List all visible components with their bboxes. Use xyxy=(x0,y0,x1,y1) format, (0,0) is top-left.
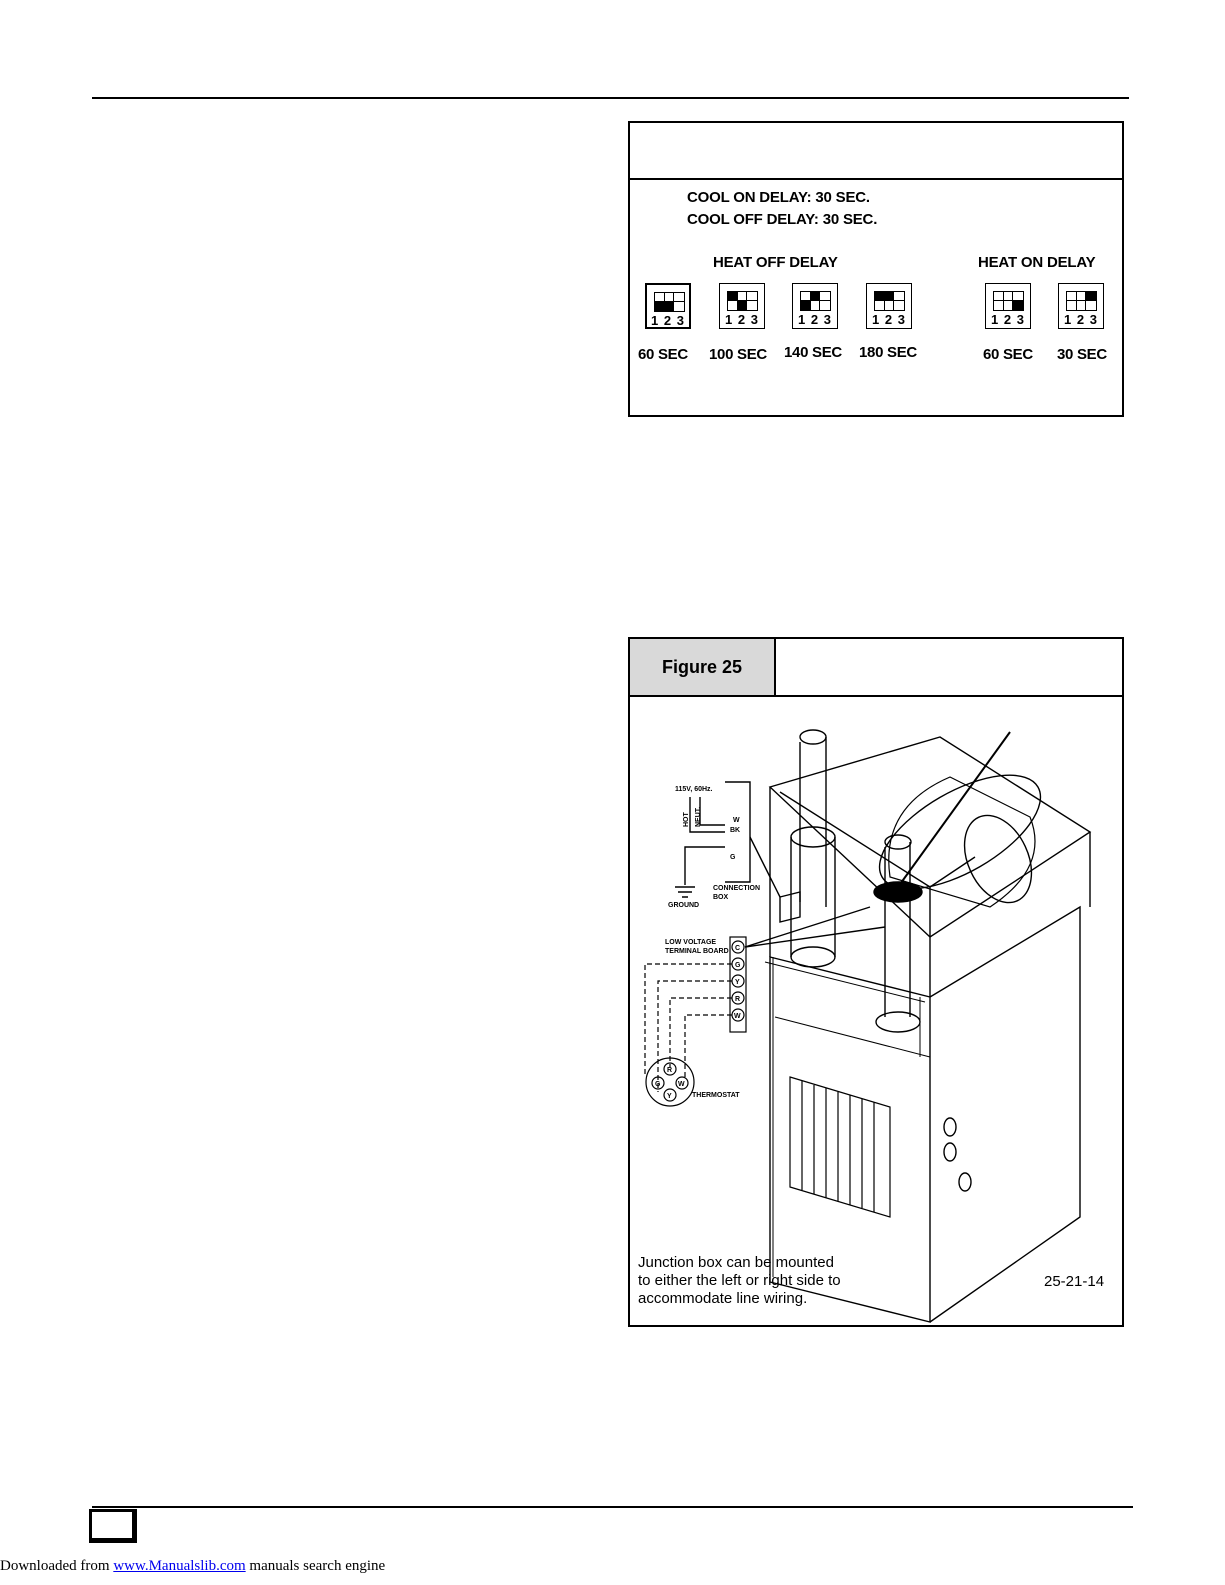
neut-label: NEUT. xyxy=(695,807,702,827)
figure-header-rule xyxy=(776,695,1122,697)
bk-wire-label: BK xyxy=(730,827,740,834)
dip-switch-grid xyxy=(654,292,685,312)
power-label: 115V, 60Hz. xyxy=(675,786,713,793)
dip-switch-label: 60 SEC xyxy=(983,346,1033,363)
dip-switch-label: 180 SEC xyxy=(859,344,917,361)
g-wire-label: G xyxy=(730,854,736,861)
dip-switch-grid xyxy=(1066,291,1097,311)
caption-line-3: accommodate line wiring. xyxy=(638,1290,808,1307)
page-number-box xyxy=(89,1509,137,1543)
dip-switch-grid xyxy=(874,291,905,311)
dip-switch-numbers: 1 2 3 xyxy=(1064,312,1098,327)
caption-line-1: Junction box can be mounted xyxy=(638,1254,834,1271)
caption-line-2: to either the left or right side to xyxy=(638,1272,841,1289)
terminal-w: W xyxy=(734,1013,741,1020)
terminal-g: G xyxy=(735,962,741,969)
dip-switch-grid xyxy=(800,291,831,311)
footer-suffix: manuals search engine xyxy=(245,1558,386,1574)
dip-switch-grid xyxy=(993,291,1024,311)
dip-switch-numbers: 1 2 3 xyxy=(798,312,832,327)
footer-rule xyxy=(92,1506,1133,1508)
cabinet-side xyxy=(929,905,1081,1323)
connection-label: CONNECTION xyxy=(713,885,760,892)
dip-switch-label: 140 SEC xyxy=(784,344,842,361)
box-label: BOX xyxy=(713,894,729,901)
dip-switch-label: 100 SEC xyxy=(709,346,767,363)
flue-pipe-left xyxy=(799,737,827,907)
dip-switch-numbers: 1 2 3 xyxy=(991,312,1025,327)
cool-on-delay: COOL ON DELAY: 30 SEC. xyxy=(687,189,870,206)
delay-settings-figure: COOL ON DELAY: 30 SEC. COOL OFF DELAY: 3… xyxy=(628,121,1124,417)
terminal-y: Y xyxy=(735,979,740,986)
hot-label: HOT xyxy=(683,812,690,828)
thermostat-label: THERMOSTAT xyxy=(692,1092,740,1099)
terminal-c: C xyxy=(735,945,740,952)
thermostat-symbol xyxy=(645,1057,695,1107)
dip-switch-heat-off-delay-3: 1 2 3 xyxy=(866,283,912,329)
figure-25: Figure 25 xyxy=(628,637,1124,1327)
terminal-board xyxy=(644,936,747,1092)
heat-off-delay-title: HEAT OFF DELAY xyxy=(713,254,838,271)
thermo-y: Y xyxy=(667,1093,672,1100)
dip-switch-heat-on-delay-0: 1 2 3 xyxy=(985,283,1031,329)
dip-switch-numbers: 1 2 3 xyxy=(725,312,759,327)
footer-prefix: Downloaded from xyxy=(0,1558,114,1574)
thermo-r: R xyxy=(667,1067,672,1074)
dip-switch-numbers: 1 2 3 xyxy=(872,312,906,327)
figure-code: 25-21-14 xyxy=(1044,1273,1105,1290)
furnace-wiring-diagram: 115V, 60Hz. HOT NEUT. W BK G CONNECTION … xyxy=(644,729,1092,1323)
dip-switch-heat-off-delay-1: 1 2 3 xyxy=(719,283,765,329)
dip-switch-heat-off-delay-2: 1 2 3 xyxy=(792,283,838,329)
junction-box xyxy=(779,891,801,923)
thermo-g: G xyxy=(655,1081,661,1088)
dip-switch-label: 60 SEC xyxy=(638,346,688,363)
manualslib-link[interactable]: www.Manualslib.com xyxy=(113,1558,246,1574)
tb-label: TERMINAL BOARD xyxy=(665,948,729,955)
thermo-w: W xyxy=(678,1081,685,1088)
heat-on-delay-title: HEAT ON DELAY xyxy=(978,254,1096,271)
dip-switch-label: 30 SEC xyxy=(1057,346,1107,363)
dip-switch-grid xyxy=(727,291,758,311)
louver-grille xyxy=(789,1076,891,1218)
figure-25-caption: Junction box can be mounted to either th… xyxy=(638,1254,841,1308)
ground-label: GROUND xyxy=(668,902,699,909)
dip-switch-heat-on-delay-1: 1 2 3 xyxy=(1058,283,1104,329)
terminal-r: R xyxy=(735,996,740,1003)
figure-header xyxy=(630,123,1122,180)
blower-housing xyxy=(878,774,1042,890)
w-wire-label: W xyxy=(733,817,740,824)
header-rule xyxy=(92,97,1129,99)
dip-switch-heat-off-delay-0: 1 2 3 xyxy=(645,283,691,329)
lv-label: LOW VOLTAGE xyxy=(665,939,716,946)
figure-25-tab: Figure 25 xyxy=(630,639,776,697)
dip-switch-numbers: 1 2 3 xyxy=(651,313,685,328)
cool-off-delay: COOL OFF DELAY: 30 SEC. xyxy=(687,211,878,228)
download-footer: Downloaded from www.Manualslib.com manua… xyxy=(0,1558,385,1575)
